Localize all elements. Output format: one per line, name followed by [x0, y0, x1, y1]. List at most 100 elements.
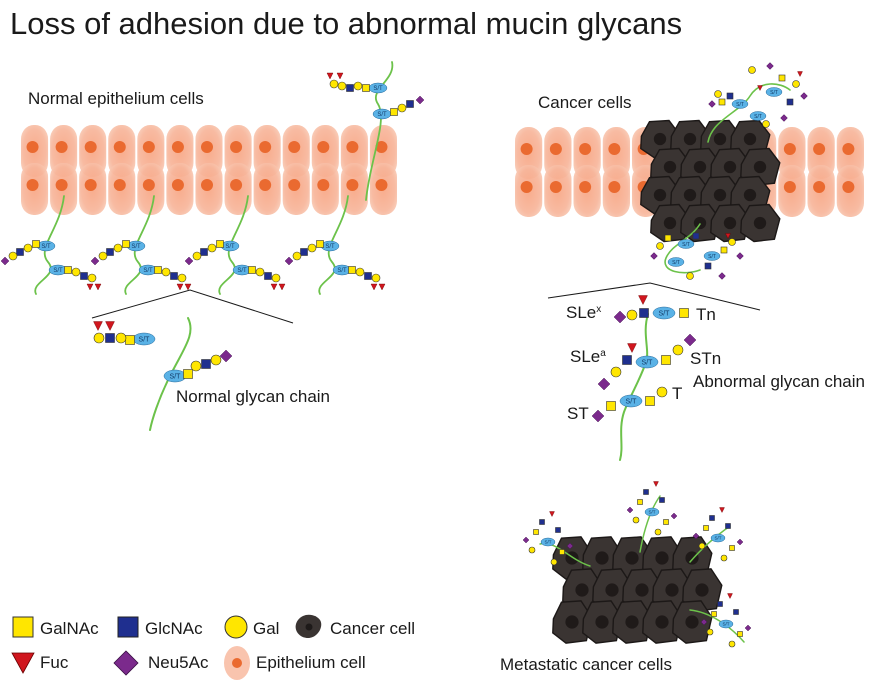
- galnac-icon: [64, 266, 72, 274]
- epithelium-cell: [50, 125, 78, 177]
- st-site: S/T: [368, 82, 388, 94]
- galnac-icon: [248, 266, 256, 274]
- st-site-label: S/T: [736, 102, 744, 108]
- st-site-ellipse: [765, 87, 783, 97]
- fuc-triangle-icon: [11, 652, 35, 674]
- legend-item-gal: Gal: [224, 615, 279, 639]
- cancer-glycan-cluster-top: S/TS/TS/T: [707, 62, 808, 143]
- st-site-label: S/T: [682, 242, 690, 248]
- gal-icon: [87, 273, 97, 283]
- legend-item-cancer-cell: Cancer cell: [295, 614, 415, 638]
- fuc-icon: [94, 283, 102, 291]
- cell-nucleus: [26, 179, 39, 191]
- epithelium-cell: [195, 163, 223, 215]
- cell-nucleus: [375, 179, 388, 191]
- fuc-icon: [653, 481, 659, 487]
- normal-glycan-cluster-top: S/TS/T: [326, 61, 425, 201]
- normal-glycan-cluster: S/TS/T: [284, 195, 386, 295]
- glcnac-icon: [704, 262, 712, 270]
- cancer-cell-nucleus: [665, 583, 679, 597]
- gal-icon: [113, 243, 123, 253]
- st-site-label: S/T: [53, 268, 63, 274]
- st-site-ellipse: [749, 111, 767, 121]
- neu5ac-icon: [626, 506, 634, 514]
- legend-label-glcnac: GlcNAc: [145, 619, 203, 638]
- st-site-label: S/T: [672, 260, 680, 266]
- st-site-label: S/T: [642, 359, 654, 366]
- cell-nucleus: [579, 143, 592, 155]
- cell-nucleus: [520, 181, 533, 193]
- cell-nucleus: [288, 141, 301, 153]
- epithelium-cell: [79, 163, 107, 215]
- gal-icon: [610, 366, 622, 378]
- cell-nucleus: [171, 141, 184, 153]
- mucin-backbone: [218, 195, 249, 295]
- galnac-icon: [390, 108, 398, 116]
- cancer-cell-nucleus: [653, 188, 667, 202]
- cancer-tumor-mass: [640, 119, 781, 243]
- neu5ac-icon: [613, 310, 627, 324]
- gal-icon: [728, 640, 736, 648]
- legend-label-cancer-cell: Cancer cell: [330, 619, 415, 638]
- epithelium-cell: [224, 163, 252, 215]
- st-site-label: S/T: [714, 536, 721, 541]
- neu5ac-icon: [284, 256, 294, 266]
- cell-nucleus: [259, 179, 272, 191]
- cell-nucleus: [346, 141, 359, 153]
- epithelium-cell: [807, 127, 835, 179]
- galnac-icon: [122, 240, 130, 248]
- galnac-icon: [348, 266, 356, 274]
- gal-icon: [748, 66, 756, 74]
- cell-nucleus: [142, 179, 155, 191]
- cancer-cell-nucleus: [575, 583, 589, 597]
- metastatic-glycan-cluster: S/T: [689, 593, 752, 648]
- galnac-icon: [32, 240, 40, 248]
- gal-icon: [71, 267, 81, 277]
- gal-icon: [8, 251, 18, 261]
- galnac-icon: [664, 234, 672, 242]
- cancer-cell-nucleus: [683, 188, 697, 202]
- glcnac-icon: [364, 272, 372, 280]
- legend-item-galnac: GalNAc: [12, 616, 99, 638]
- cell-nucleus: [579, 181, 592, 193]
- cancer-cell-nucleus: [713, 188, 727, 202]
- st-site-label: S/T: [648, 510, 655, 515]
- glcnac-icon: [717, 601, 723, 607]
- legend-label-epithelium-cell: Epithelium cell: [256, 653, 366, 672]
- epithelium-cell: [108, 163, 136, 215]
- legend-item-neu5ac: Neu5Ac: [113, 650, 209, 676]
- gal-icon: [115, 332, 127, 344]
- antigen-stn: STn: [690, 349, 721, 368]
- cell-nucleus: [783, 143, 796, 155]
- cell-nucleus: [230, 179, 243, 191]
- antigen-t: T: [672, 384, 682, 403]
- cancer-cell-nucleus: [655, 551, 669, 565]
- epithelium-cell: [166, 163, 194, 215]
- galnac-icon: [362, 84, 370, 92]
- antigen-tn: Tn: [696, 305, 716, 324]
- cancer-cell-nucleus: [743, 188, 757, 202]
- st-site: S/T: [232, 264, 252, 276]
- neu5ac-icon: [800, 92, 808, 100]
- cell-nucleus: [55, 179, 68, 191]
- st-site-ellipse: [540, 537, 556, 547]
- st-site-ellipse: [677, 239, 695, 249]
- cancer-cell: [700, 119, 741, 159]
- epithelium-cell: [21, 163, 49, 215]
- cancer-cell-nucleus: [663, 160, 677, 174]
- st-site: S/T: [710, 533, 726, 543]
- glcnac-icon: [201, 359, 211, 369]
- galnac-icon: [737, 631, 743, 637]
- glcnac-icon: [300, 248, 308, 256]
- legend-item-epithelium-cell: Epithelium cell: [224, 646, 366, 680]
- glcnac-icon: [264, 272, 272, 280]
- cancer-cell-nucleus: [653, 132, 667, 146]
- neu5ac-icon: [90, 256, 100, 266]
- st-site-label: S/T: [237, 268, 247, 274]
- st-site: S/T: [667, 257, 685, 267]
- gal-icon: [762, 120, 770, 128]
- st-site-label: S/T: [722, 622, 729, 627]
- galnac-icon: [703, 525, 709, 531]
- legend-label-fuc: Fuc: [40, 653, 69, 672]
- cell-nucleus: [549, 143, 562, 155]
